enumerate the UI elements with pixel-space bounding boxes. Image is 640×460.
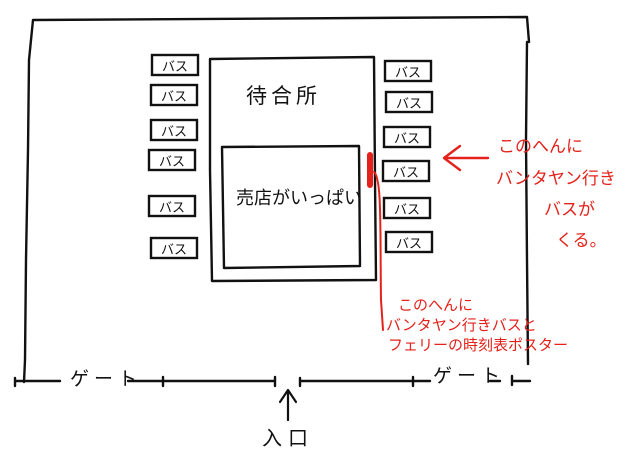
poster-note-line-3: フェリーの時刻表ポスター <box>388 336 569 354</box>
gate-left-label: ゲート <box>70 368 143 390</box>
bus-bay-label: バス <box>394 65 421 81</box>
bus-bay-label: バス <box>158 154 185 170</box>
bus-bay-right-4 <box>381 159 431 183</box>
bus-bay-right-1 <box>383 59 433 83</box>
bus-bay-label: バス <box>395 96 422 112</box>
bus-bay-label: バス <box>158 200 185 216</box>
bus-note-line-4: くる。 <box>556 231 607 251</box>
bus-bay-label: バス <box>160 124 187 140</box>
bus-bay-label: バス <box>160 242 187 258</box>
bus-note-line-3: バスが <box>544 200 595 220</box>
bus-bay-left-1 <box>150 53 200 77</box>
bus-note-line-2: バンタヤン行き <box>496 169 616 189</box>
bus-bay-right-5 <box>382 196 432 220</box>
shops-outline <box>220 144 362 270</box>
gate-left-line <box>13 375 277 388</box>
gate-right-label: ゲート <box>433 365 506 387</box>
bus-bay-label: バス <box>160 89 187 105</box>
bus-bay-label: バス <box>393 131 420 147</box>
poster-note-line-1: このへんに <box>398 296 474 314</box>
building-outline <box>22 15 531 384</box>
entrance-arrow <box>278 388 298 422</box>
bus-bay-left-4 <box>147 148 197 172</box>
poster-note-line-2: バンタヤン行きバスと <box>386 316 537 334</box>
gate-right-line <box>298 374 532 388</box>
bus-bay-right-2 <box>384 90 434 114</box>
waiting-room-outline <box>208 55 378 283</box>
entrance-label: 入口 <box>262 426 314 450</box>
shops-label: 売店がいっぱい <box>236 188 362 209</box>
bus-bay-left-3 <box>149 118 199 142</box>
bus-bay-left-5 <box>147 194 197 218</box>
bus-note-line-1: このへんに <box>498 137 583 157</box>
waiting-room-label: 待合所 <box>246 84 321 108</box>
bus-bay-label: バス <box>392 165 419 181</box>
bus-bay-left-2 <box>149 83 199 107</box>
bus-bay-right-6 <box>384 230 434 254</box>
bus-bay-label: バス <box>395 236 422 252</box>
right-wall <box>524 40 530 366</box>
bus-bay-left-6 <box>149 236 199 260</box>
bus-note-arrow <box>442 144 490 172</box>
poster-leader-line <box>373 171 384 331</box>
bus-bay-label: バス <box>161 59 188 75</box>
bus-bay-right-3 <box>382 125 432 149</box>
bus-bay-label: バス <box>393 202 420 218</box>
